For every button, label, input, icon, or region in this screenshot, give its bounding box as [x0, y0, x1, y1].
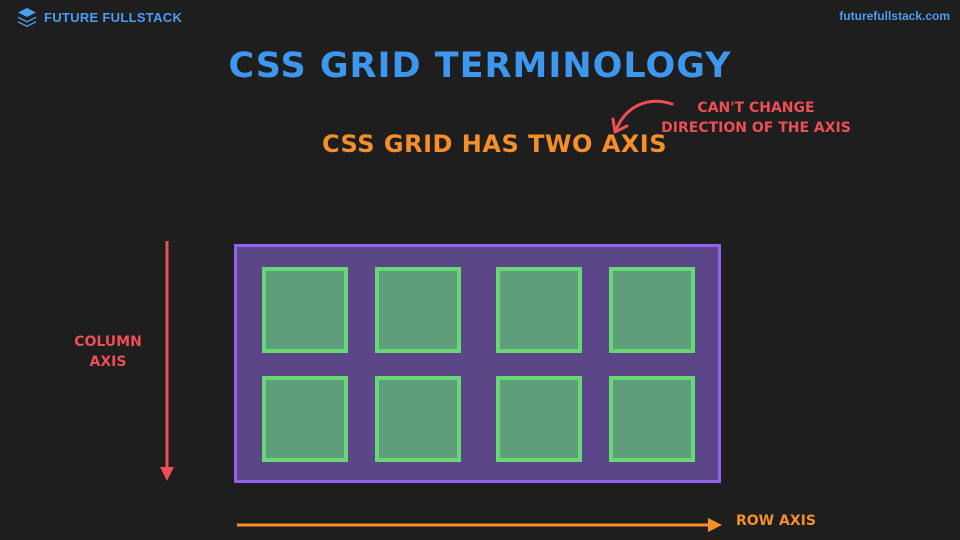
grid-item [375, 376, 461, 462]
slide-title: CSS GRID TERMINOLOGY [228, 46, 732, 86]
axis-direction-note: CAN'T CHANGE DIRECTION OF THE AXIS [656, 98, 856, 138]
column-axis-arrow-icon [160, 241, 174, 481]
site-url[interactable]: futurefullstack.com [839, 9, 950, 23]
row-axis-arrow-icon [237, 518, 722, 532]
grid-item [496, 267, 582, 353]
row-axis-label: ROW AXIS [736, 513, 816, 529]
grid-item [609, 376, 695, 462]
grid-container [234, 244, 721, 483]
column-axis-label-line-1: COLUMN [74, 334, 142, 350]
stacked-layers-icon [18, 8, 36, 27]
column-axis-label: COLUMN AXIS [62, 332, 154, 372]
grid-item [262, 267, 348, 353]
grid-item [496, 376, 582, 462]
column-axis-label-line-2: AXIS [89, 354, 127, 370]
slide-subtitle: CSS GRID HAS TWO AXIS [322, 130, 667, 158]
brand: FUTURE FULLSTACK [16, 6, 182, 28]
grid-item [609, 267, 695, 353]
note-line-1: CAN'T CHANGE [697, 100, 815, 116]
grid-item [262, 376, 348, 462]
note-line-2: DIRECTION OF THE AXIS [661, 120, 851, 136]
grid-item [375, 267, 461, 353]
brand-name: FUTURE FULLSTACK [44, 9, 183, 25]
